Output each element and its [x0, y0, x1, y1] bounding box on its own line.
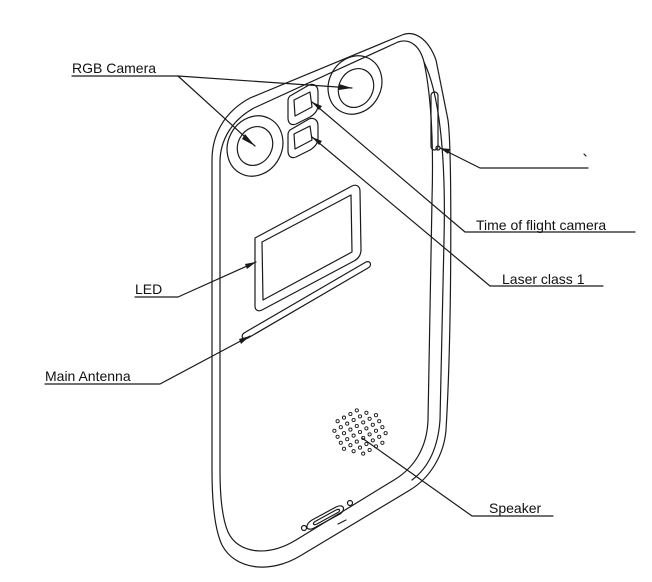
speaker-grille [332, 408, 388, 456]
laser-module-inner [293, 125, 313, 150]
arrowhead-led [245, 262, 256, 269]
label-led: LED [135, 281, 163, 297]
arrowhead-antenna [239, 336, 250, 344]
speaker-hole [373, 444, 379, 449]
label-laser: Laser class 1 [502, 271, 585, 287]
speaker-hole [345, 421, 350, 426]
speaker-hole [361, 435, 366, 441]
label-main-antenna: Main Antenna [45, 368, 131, 384]
speaker-hole [367, 432, 372, 437]
tof-module-outer [287, 83, 319, 126]
speaker-hole [361, 451, 366, 456]
tof-module-inner [293, 91, 313, 117]
speaker-hole [357, 445, 363, 450]
label-time-of-flight: Time of flight camera [476, 217, 607, 233]
leader-tof [311, 101, 636, 233]
port-hole-left [300, 524, 308, 532]
speaker-hole [348, 411, 353, 417]
usb-port-outer [306, 505, 345, 530]
speaker-hole [367, 447, 372, 453]
speaker-hole [357, 429, 363, 435]
speaker-hole [351, 417, 356, 423]
speaker-hole [332, 428, 337, 433]
led-window-outer [254, 184, 362, 312]
speaker-hole [341, 431, 347, 436]
arrowhead-laser [312, 137, 322, 145]
rgb-camera-left-inner [236, 126, 274, 166]
usb-port-inner [312, 508, 341, 526]
port-hole-right [346, 499, 354, 507]
leader-side-tick [583, 153, 587, 157]
speaker-hole [335, 419, 340, 424]
label-rgb-camera: RGB Camera [72, 60, 157, 76]
phone-body-outline [211, 33, 452, 568]
leader-speaker [361, 437, 554, 517]
speaker-hole [370, 422, 375, 427]
speaker-hole [364, 426, 369, 431]
laser-module-outer [287, 117, 319, 159]
speaker-hole [354, 439, 359, 444]
antenna-slot-outer [241, 261, 372, 340]
rgb-camera-right-inner [337, 68, 375, 108]
speaker-hole [361, 420, 366, 425]
leader-side [439, 147, 589, 169]
speaker-hole [354, 423, 359, 429]
bottom-edge-detail [337, 519, 347, 525]
speaker-hole [377, 419, 382, 424]
leader-led [134, 261, 257, 298]
arrowhead-side [440, 148, 450, 154]
leader-antenna [44, 335, 251, 385]
speaker-hole [341, 446, 347, 451]
speaker-hole [348, 443, 353, 448]
leader-laser [311, 136, 604, 287]
arrowhead-rgb-left [242, 134, 255, 146]
speaker-hole [335, 434, 340, 439]
speaker-hole [364, 441, 369, 447]
speaker-hole [357, 414, 363, 419]
speaker-hole [338, 440, 343, 445]
speaker-hole [351, 449, 356, 454]
speaker-hole [380, 440, 385, 445]
speaker-hole [354, 408, 359, 413]
rgb-camera-right-outer [327, 55, 383, 115]
speaker-hole [383, 431, 388, 436]
side-button [430, 91, 439, 151]
leader-rgb-right [177, 75, 353, 89]
speaker-hole [370, 438, 375, 443]
speaker-hole [377, 434, 382, 439]
speaker-hole [345, 437, 350, 442]
arrowhead-tof [312, 102, 322, 110]
speaker-hole [373, 413, 379, 418]
speaker-hole [380, 425, 385, 430]
phone-side-edge [411, 61, 445, 481]
phone-body-inner-edge [219, 40, 434, 552]
speaker-hole [351, 433, 356, 438]
led-window-inner [261, 194, 353, 301]
arrowhead-rgb-right [339, 84, 352, 90]
speaker-hole [341, 415, 347, 420]
speaker-hole [373, 428, 379, 433]
leader-rgb-left [177, 75, 256, 147]
rgb-camera-left-outer [226, 115, 284, 177]
label-speaker: Speaker [489, 500, 542, 516]
speaker-hole [364, 410, 369, 415]
speaker-hole [348, 427, 353, 432]
speaker-hole [367, 416, 372, 421]
speaker-hole [338, 425, 343, 430]
